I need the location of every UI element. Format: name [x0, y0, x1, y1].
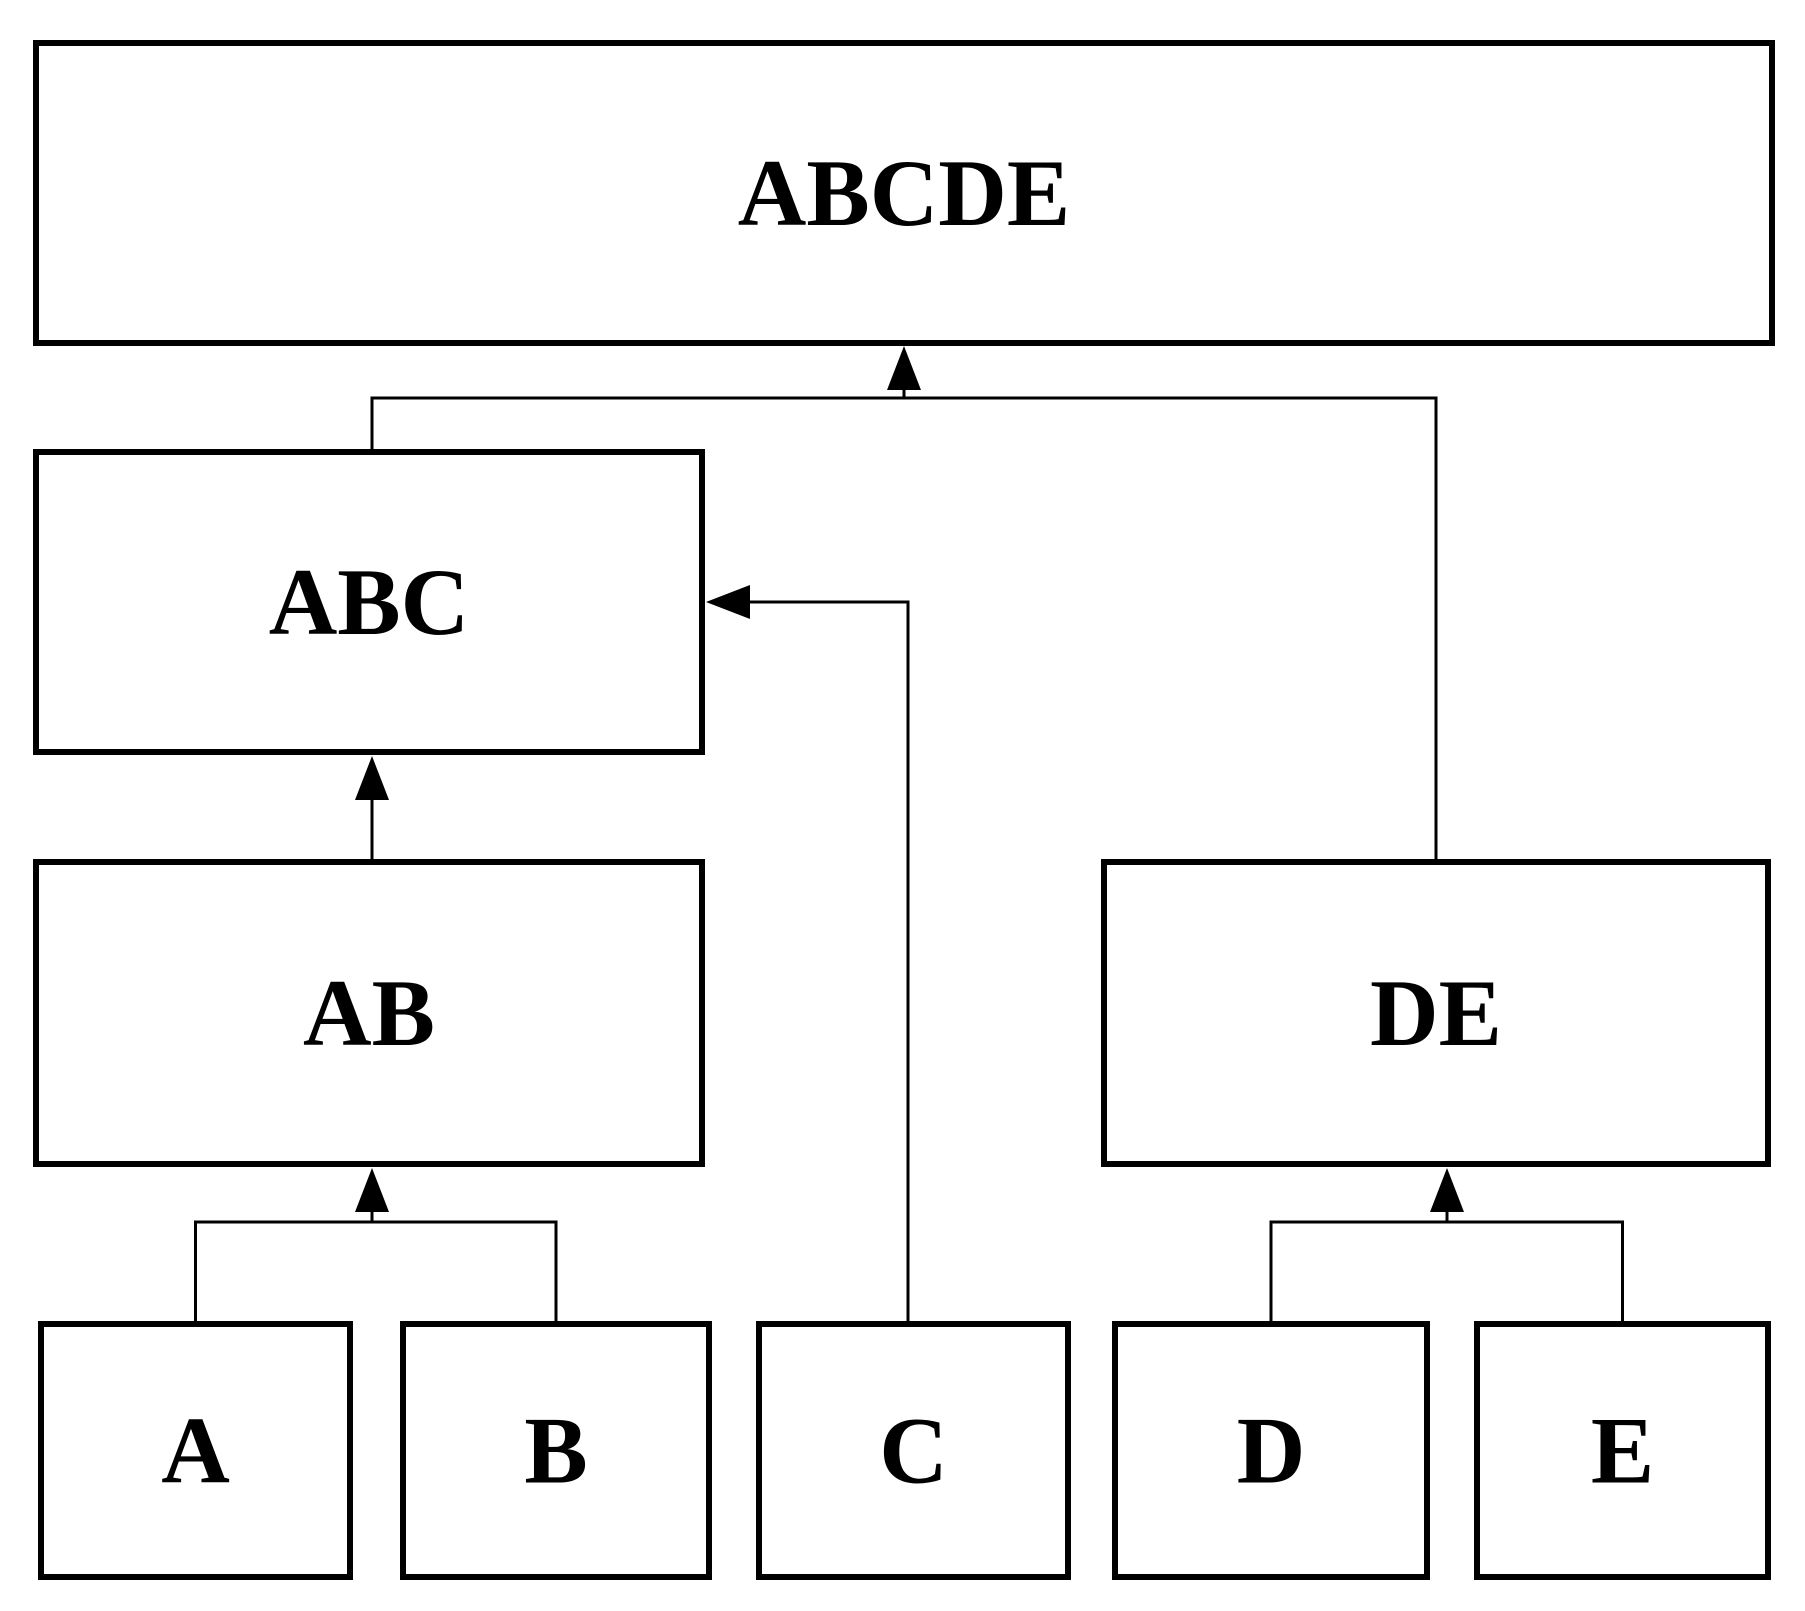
node-D-label: D	[1237, 1398, 1306, 1504]
node-A: A	[38, 1321, 353, 1580]
node-DE: DE	[1101, 859, 1771, 1167]
arrowhead-into-ab-bottom	[355, 1168, 389, 1212]
node-ABCDE-label: ABCDE	[738, 140, 1071, 246]
node-ABC-label: ABC	[269, 549, 470, 655]
node-DE-label: DE	[1370, 960, 1502, 1066]
node-C: C	[756, 1321, 1071, 1580]
node-A-box	[38, 1321, 353, 1580]
node-ABC-box	[33, 449, 705, 755]
arrowhead-into-abc-bottom	[355, 756, 389, 800]
node-D-box	[1112, 1321, 1430, 1580]
node-E-label: E	[1591, 1398, 1654, 1504]
node-C-label: C	[879, 1398, 948, 1504]
node-AB-label: AB	[303, 960, 435, 1066]
arrowhead-into-abcde-bottom	[887, 346, 921, 390]
node-ABC: ABC	[33, 449, 705, 755]
node-DE-box	[1101, 859, 1771, 1167]
node-AB-box	[33, 859, 705, 1167]
node-B-box	[400, 1321, 712, 1580]
node-D: D	[1112, 1321, 1430, 1580]
arrowhead-into-abc-right	[706, 585, 750, 619]
node-ABCDE-box	[33, 40, 1775, 346]
edge-a-b-merge-to-ab	[194, 1220, 558, 1324]
node-ABCDE: ABCDE	[33, 40, 1775, 346]
node-B-label: B	[524, 1398, 587, 1504]
edge-d-e-merge-to-de	[1269, 1220, 1624, 1324]
edge-c-to-abc-elbow	[748, 600, 910, 1324]
node-C-box	[756, 1321, 1071, 1580]
arrowhead-into-de-bottom	[1430, 1168, 1464, 1212]
node-A-label: A	[161, 1398, 230, 1504]
node-E: E	[1474, 1321, 1771, 1580]
node-AB: AB	[33, 859, 705, 1167]
node-E-box	[1474, 1321, 1771, 1580]
node-B: B	[400, 1321, 712, 1580]
